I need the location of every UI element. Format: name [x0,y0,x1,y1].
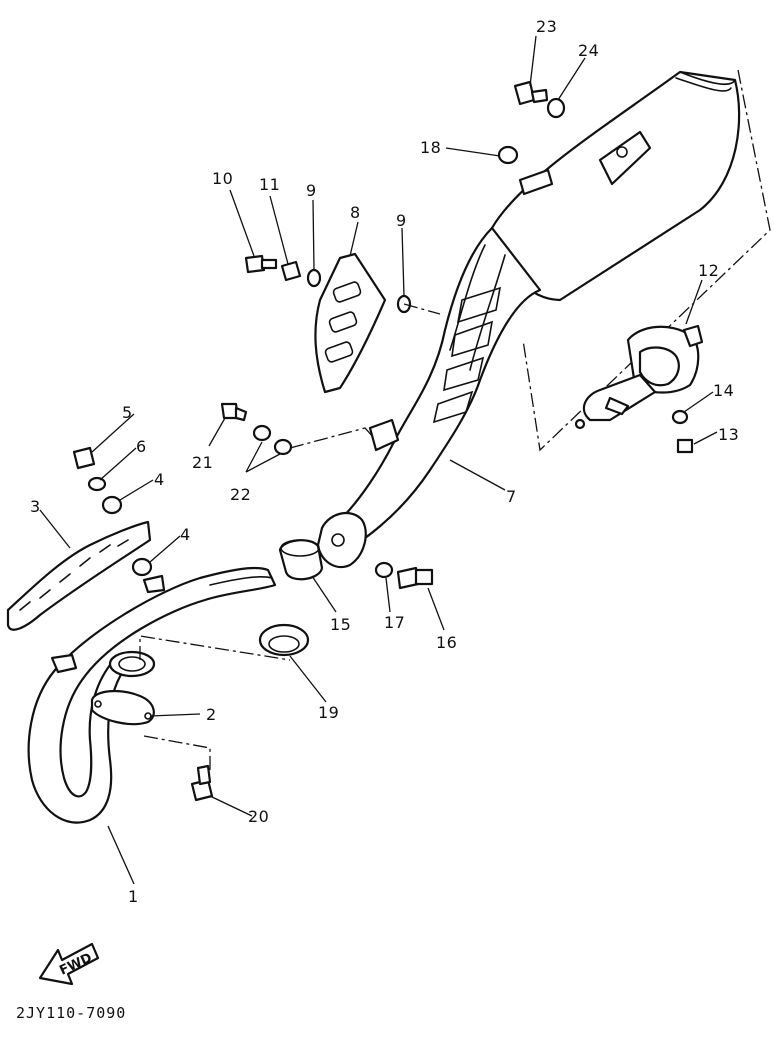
callout-14: 14 [713,381,734,400]
callout-23: 23 [536,17,557,36]
callout-10: 10 [212,169,233,188]
part-15-gasket [278,539,324,581]
callout-6: 6 [136,437,147,456]
callout-22: 22 [230,485,251,504]
callout-13: 13 [718,425,739,444]
fwd-arrow-icon: FWD [38,942,100,986]
callout-18: 18 [420,138,441,157]
callout-4: 4 [154,470,165,489]
alignment-line-1 [139,635,291,661]
assembly-outline [522,69,771,452]
callout-11: 11 [259,175,280,194]
callout-9: 9 [306,181,317,200]
callout-15: 15 [330,615,351,634]
callout-numbers: 23 24 18 10 11 9 8 9 12 14 13 5 6 4 21 2… [30,17,739,906]
callout-2: 2 [206,705,217,724]
callout-8: 8 [350,203,361,222]
callout-5: 5 [122,403,133,422]
alignment-line-2 [143,735,211,770]
fasteners [72,80,694,802]
part-2-flange [90,650,156,726]
callout-21: 21 [192,453,213,472]
callout-9b: 9 [396,211,407,230]
part-1-exhaust-pipe [27,566,277,824]
part-7-muffler [316,70,741,569]
drawing-code: 2JY110-7090 [16,1004,126,1022]
alignment-line-3 [289,427,375,449]
alignment-line-4 [403,303,441,315]
callout-17: 17 [384,613,405,632]
part-19-gasket [258,623,310,657]
callout-16: 16 [436,633,457,652]
callout-4b: 4 [180,525,191,544]
callout-19: 19 [318,703,339,722]
callout-1: 1 [128,887,139,906]
callout-7: 7 [506,487,517,506]
part-12-end-cap [574,324,704,430]
part-8-protector [314,252,387,394]
callout-24: 24 [578,41,599,60]
leader-lines [39,35,718,885]
callout-3: 3 [30,497,41,516]
callout-12: 12 [698,261,719,280]
part-3-guard [6,520,152,631]
callout-20: 20 [248,807,269,826]
